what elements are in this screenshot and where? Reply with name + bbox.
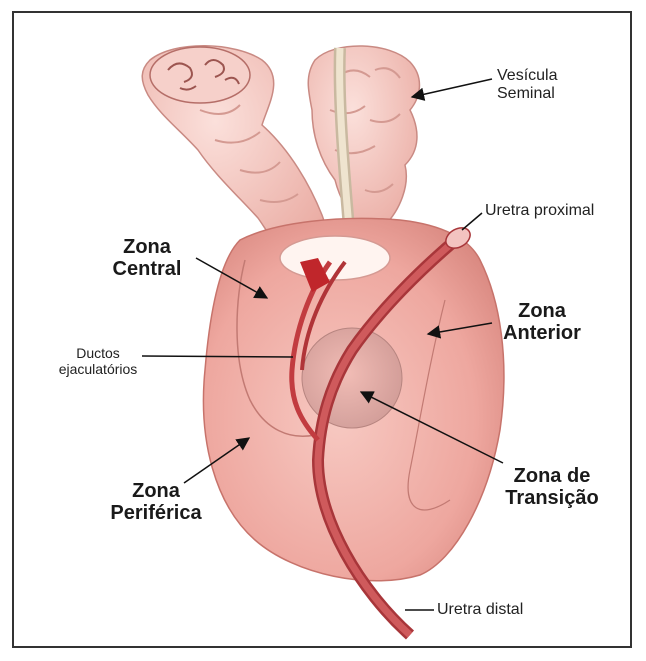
label-zona-central-line2: Central	[113, 258, 182, 280]
label-vesicula-seminal: Vesícula Seminal	[497, 67, 557, 103]
label-zona-central: Zona Central	[99, 236, 195, 281]
label-ductos-line1: Ductos	[76, 345, 120, 361]
label-uretra-distal: Uretra distal	[437, 601, 523, 619]
label-ductos-ejaculatorios: Ductos ejaculatórios	[48, 346, 148, 377]
label-vesicula-line1: Vesícula	[497, 67, 557, 84]
arrow-vesicula	[412, 79, 492, 97]
label-uretra-proximal: Uretra proximal	[485, 202, 594, 220]
label-zona-periferica-line1: Zona	[132, 480, 180, 502]
label-ductos-line2: ejaculatórios	[59, 361, 138, 377]
label-zona-anterior-line2: Anterior	[503, 322, 581, 344]
label-vesicula-line2: Seminal	[497, 85, 555, 102]
label-zona-anterior: Zona Anterior	[492, 300, 592, 345]
line-ductos	[142, 356, 293, 357]
label-zona-periferica-line2: Periférica	[110, 502, 201, 524]
label-zona-transicao-line1: Zona de	[514, 465, 591, 487]
label-zona-anterior-line1: Zona	[518, 300, 566, 322]
line-uretra-proximal	[462, 213, 482, 230]
label-zona-periferica: Zona Periférica	[98, 480, 214, 525]
label-zona-transicao-line2: Transição	[505, 487, 598, 509]
label-zona-transicao: Zona de Transição	[496, 465, 608, 510]
label-zona-central-line1: Zona	[123, 236, 171, 258]
